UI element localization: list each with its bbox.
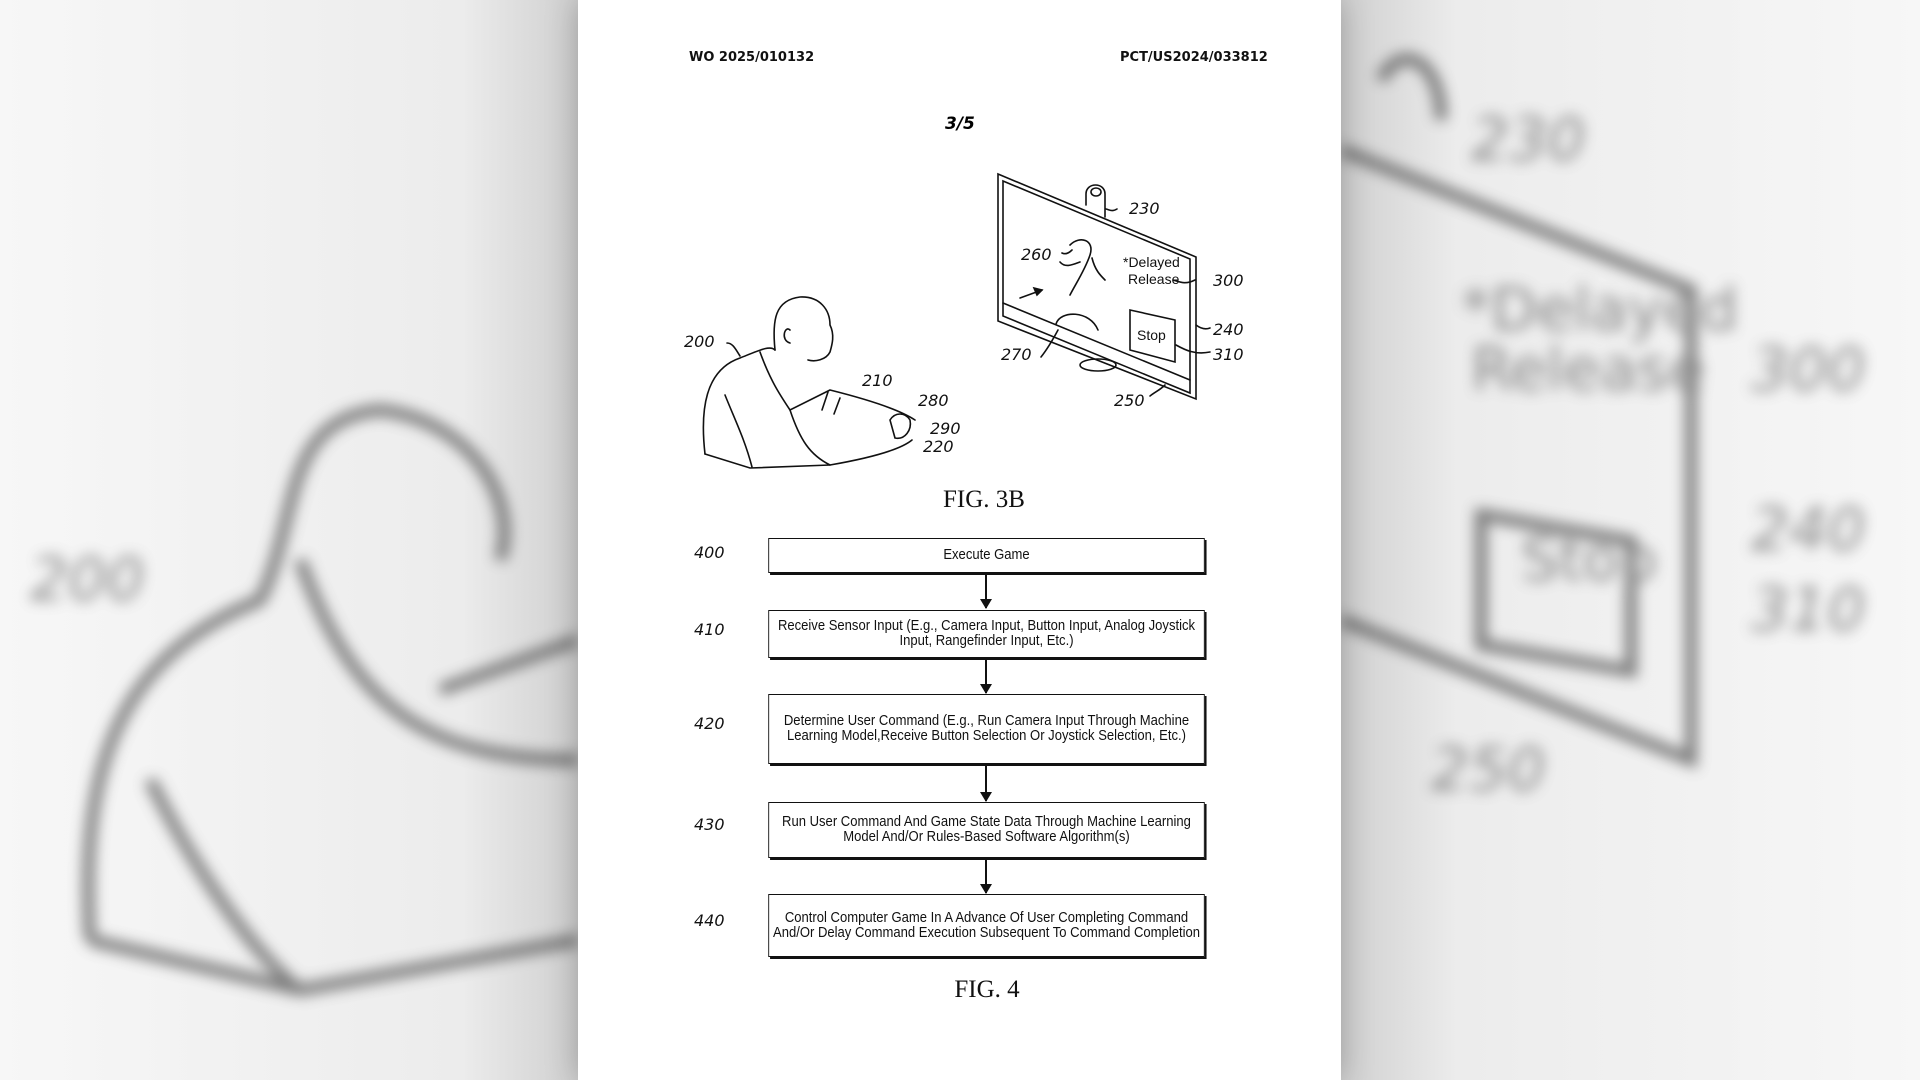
ref-410: 410 <box>694 620 725 639</box>
svg-text:Stop: Stop <box>1521 525 1657 595</box>
character-figure <box>1059 239 1106 296</box>
svg-text:*Delayed: *Delayed <box>1461 275 1738 345</box>
ref-210: 210 <box>862 371 893 390</box>
ref-290: 290 <box>930 419 961 438</box>
ref-200: 200 <box>684 332 715 351</box>
delayed-release-text-1: *Delayed <box>1123 254 1180 270</box>
svg-text:230: 230 <box>1471 105 1586 175</box>
flow-step-determine-user-command: Determine User Command (E.g., Run Camera… <box>768 694 1205 764</box>
ref-430: 430 <box>694 815 725 834</box>
publication-number: WO 2025/010132 <box>689 50 815 65</box>
svg-text:200: 200 <box>30 545 145 615</box>
controller-icon <box>889 413 912 440</box>
ref-260: 260 <box>1021 245 1052 264</box>
delayed-release-text-2: Release <box>1128 271 1180 287</box>
fig-3b-caption: FIG. 3B <box>943 486 1025 513</box>
user-figure <box>702 296 916 469</box>
flow-step-run-model: Run User Command And Game State Data Thr… <box>768 802 1205 858</box>
monitor-display <box>997 172 1197 401</box>
flow-arrow <box>980 765 992 802</box>
svg-text:310: 310 <box>1751 575 1866 645</box>
ref-420: 420 <box>694 714 725 733</box>
ref-240: 240 <box>1213 320 1244 339</box>
blurred-background-left: 200 <box>0 0 578 1080</box>
stop-label: Stop <box>1137 327 1166 343</box>
sheet-number: 3/5 <box>945 114 975 134</box>
ref-400: 400 <box>694 543 725 562</box>
application-number: PCT/US2024/033812 <box>1120 50 1268 65</box>
flow-step-receive-sensor-input: Receive Sensor Input (E.g., Camera Input… <box>768 610 1205 658</box>
ref-440: 440 <box>694 911 725 930</box>
ref-250: 250 <box>1114 391 1145 410</box>
stop-button-box <box>1129 309 1176 364</box>
flow-arrow <box>980 574 992 609</box>
ref-280: 280 <box>918 391 949 410</box>
svg-text:Release: Release <box>1471 335 1705 405</box>
flow-arrow <box>980 659 992 694</box>
blurred-person-drawing: 200 <box>30 403 578 997</box>
ref-270: 270 <box>1001 345 1032 364</box>
svg-text:240: 240 <box>1751 495 1866 565</box>
ref-310: 310 <box>1213 345 1244 364</box>
flow-arrow <box>980 859 992 894</box>
fig-4-caption: FIG. 4 <box>954 976 1020 1003</box>
svg-text:250: 250 <box>1431 735 1546 805</box>
flow-step-control-game: Control Computer Game In A Advance Of Us… <box>768 894 1205 957</box>
blurred-background-right: 230 300 240 310 250 *Delayed Release Sto… <box>1341 0 1920 1080</box>
flow-step-execute-game: Execute Game <box>768 538 1205 573</box>
ref-220: 220 <box>923 437 954 456</box>
svg-text:300: 300 <box>1751 335 1866 405</box>
blurred-monitor-drawing: 230 300 240 310 250 *Delayed Release Sto… <box>1341 53 1866 805</box>
ref-230: 230 <box>1129 199 1160 218</box>
ref-300: 300 <box>1213 271 1244 290</box>
